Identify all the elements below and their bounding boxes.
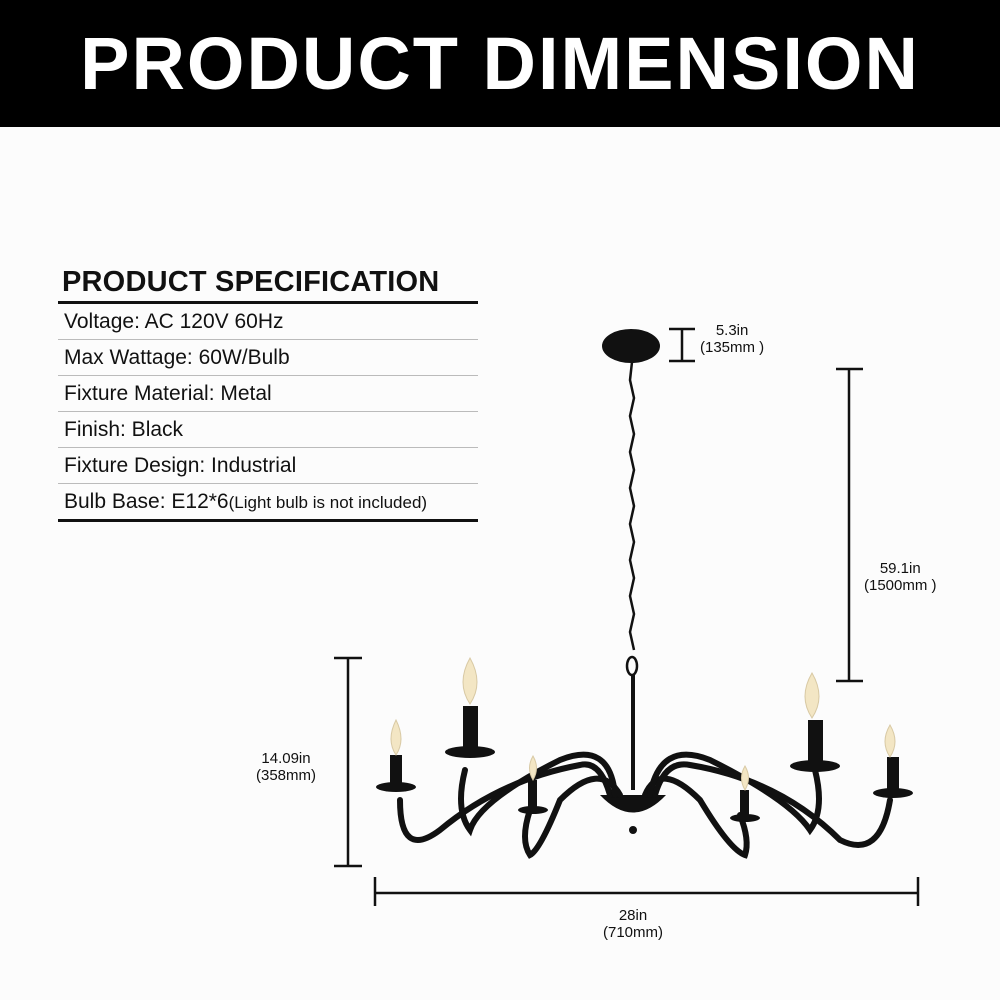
- canopy-height-mm: (135mm ): [700, 339, 765, 356]
- header-banner: PRODUCT DIMENSION: [0, 0, 1000, 127]
- chain-dimension-line: [836, 367, 863, 683]
- arms: [397, 751, 893, 859]
- width-mm: (710mm): [603, 924, 664, 941]
- canopy-dimension-line: [669, 327, 695, 363]
- spec-row-design: Fixture Design: Industrial: [58, 448, 478, 484]
- specification-table: PRODUCT SPECIFICATION Voltage: AC 120V 6…: [58, 262, 478, 522]
- chain-length-inches: 59.1in: [879, 560, 921, 577]
- spec-row-material: Fixture Material: Metal: [58, 376, 478, 412]
- chain-length-mm: (1500mm ): [864, 577, 937, 594]
- canopy: [602, 329, 660, 363]
- bulb-base-value: Bulb Base: E12*6: [64, 490, 229, 513]
- width-dimension-line: [373, 877, 920, 906]
- canopy-height-inches: 5.3in: [715, 322, 749, 339]
- spec-row-bulb-base: Bulb Base: E12*6(Light bulb is not inclu…: [58, 484, 478, 522]
- body-height-label: 14.09in (358mm): [256, 750, 316, 784]
- page-title: PRODUCT DIMENSION: [80, 22, 920, 105]
- body-height-inches: 14.09in: [261, 750, 311, 767]
- candles: [376, 706, 913, 822]
- spec-row-voltage: Voltage: AC 120V 60Hz: [58, 304, 478, 340]
- bulb-base-note: (Light bulb is not included): [228, 493, 428, 512]
- spec-row-wattage: Max Wattage: 60W/Bulb: [58, 340, 478, 376]
- bulbs: [390, 656, 896, 791]
- canopy-height-label: 5.3in (135mm ): [700, 322, 764, 356]
- chain-length-label: 59.1in (1500mm ): [864, 560, 937, 594]
- width-inches: 28in: [618, 907, 648, 924]
- center-bowl: [600, 795, 666, 813]
- body-height-mm: (358mm): [256, 767, 317, 784]
- width-label: 28in (710mm): [603, 907, 663, 941]
- spec-row-finish: Finish: Black: [58, 412, 478, 448]
- specification-title: PRODUCT SPECIFICATION: [58, 262, 478, 304]
- height-dimension-line: [334, 656, 362, 868]
- chain: [625, 361, 639, 677]
